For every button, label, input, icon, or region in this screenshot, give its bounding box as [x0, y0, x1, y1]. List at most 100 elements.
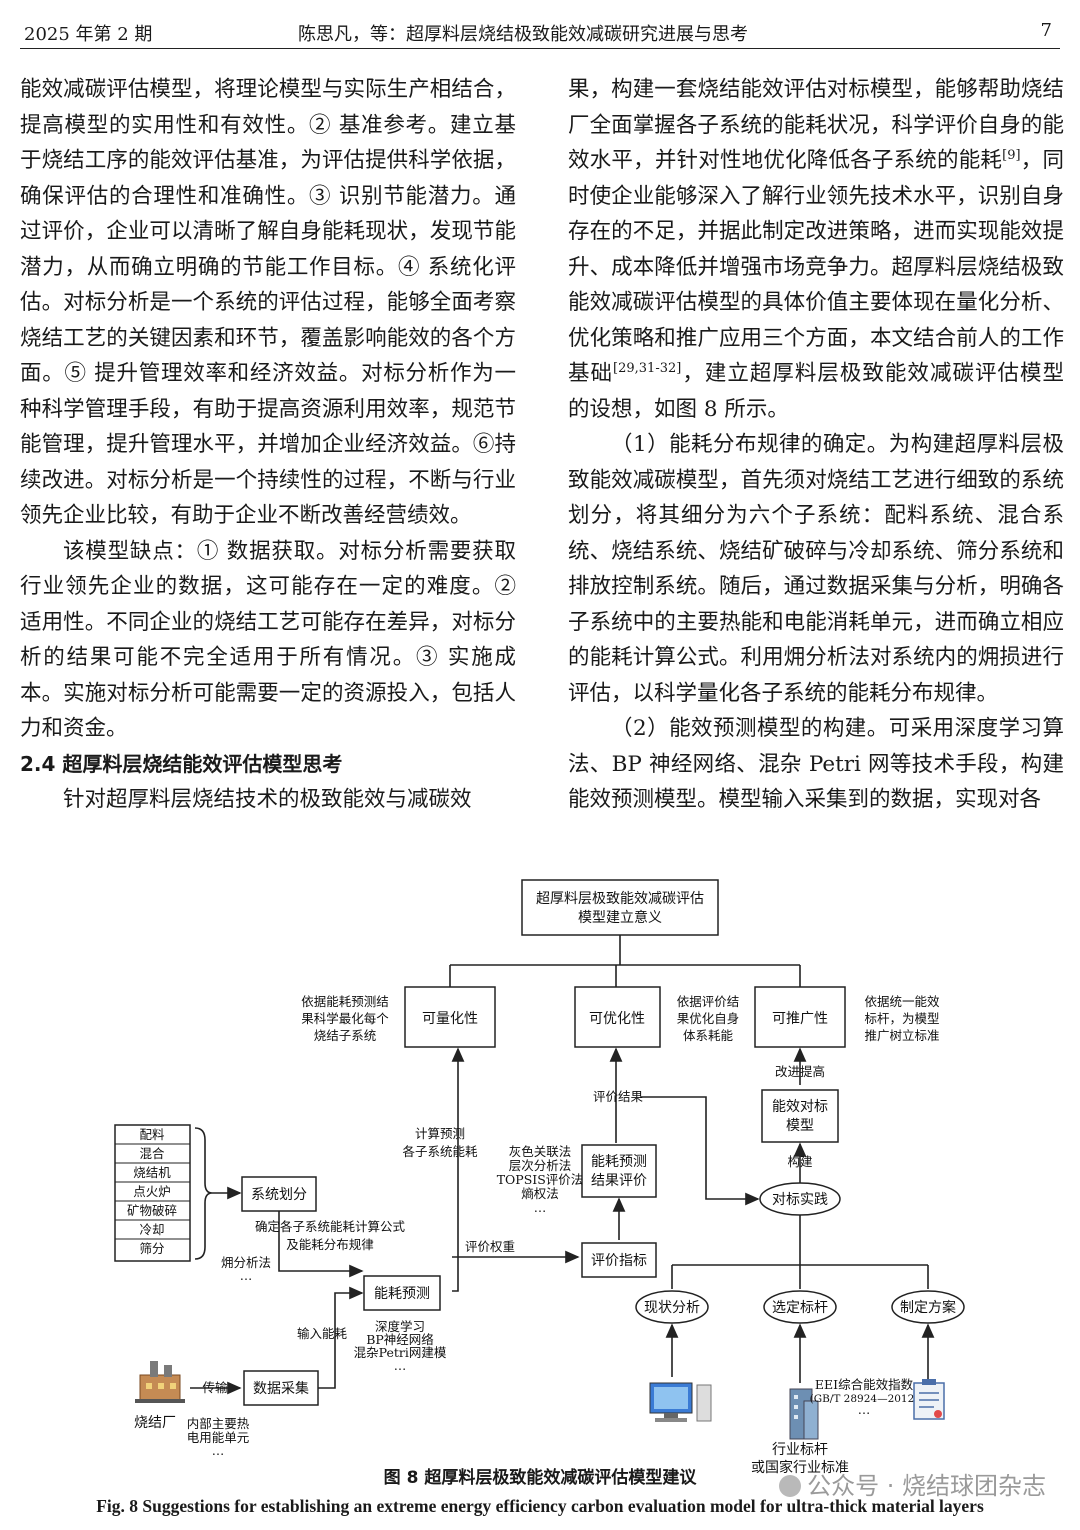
figure-diagram: 超厚料层极致能效减碳评估 模型建立意义 可量化性 可优化性 可推广性 依据能耗预… [114, 879, 965, 1475]
svg-text:…: … [858, 1402, 871, 1417]
svg-text:体系耗能: 体系耗能 [683, 1028, 734, 1043]
svg-text:依据统一能效: 依据统一能效 [864, 994, 940, 1009]
figure-caption-cn: 图 8 超厚料层极致能效减碳评估模型建议 [383, 1468, 697, 1488]
paragraph: 果，构建一套烧结能效评估对标模型，能够帮助烧结厂全面掌握各子系统的能耗状况，科学… [568, 77, 1064, 422]
svg-text:输入能耗: 输入能耗 [297, 1326, 348, 1341]
svg-text:矿物破碎: 矿物破碎 [127, 1203, 177, 1218]
svg-text:烧结子系统: 烧结子系统 [314, 1028, 377, 1043]
svg-text:推广树立标准: 推广树立标准 [864, 1028, 939, 1043]
extensible-box [754, 986, 846, 1048]
paragraph: 能效减碳评估模型，将理论模型与实际生产相结合，提高模型的实用性和有效性。② 基准… [20, 77, 516, 528]
svg-text:及能耗分布规律: 及能耗分布规律 [286, 1237, 374, 1252]
paragraph: （2）能效预测模型的构建。可采用深度学习算法、BP 神经网络、混杂 Petri … [568, 716, 1064, 812]
journal-issue: 2025 年第 2 期 [24, 24, 153, 45]
top-box-label: 模型建立意义 [578, 909, 662, 926]
svg-text:EEI综合能效指数: EEI综合能效指数 [815, 1377, 914, 1392]
citation[interactable]: [29,31-32] [613, 360, 682, 376]
svg-text:评价结果: 评价结果 [593, 1089, 644, 1104]
svg-text:内部主要热: 内部主要热 [187, 1416, 250, 1431]
svg-text:对标实践: 对标实践 [772, 1192, 828, 1208]
top-box [521, 879, 719, 936]
watermark: 公众号 · 烧结球团杂志 [779, 1466, 1046, 1501]
status-analysis-node [635, 1290, 709, 1324]
optimizable-box [574, 986, 661, 1048]
svg-text:烧结厂: 烧结厂 [134, 1415, 176, 1431]
svg-text:熵权法: 熵权法 [521, 1186, 559, 1201]
citation[interactable]: [9] [1002, 147, 1021, 163]
svg-text:能耗预测: 能耗预测 [374, 1286, 430, 1302]
svg-text:各子系统能耗: 各子系统能耗 [402, 1144, 478, 1159]
svg-text:…: … [534, 1200, 547, 1215]
svg-text:灰色关联法: 灰色关联法 [509, 1144, 572, 1159]
svg-text:配料: 配料 [139, 1127, 165, 1142]
svg-text:可推广性: 可推广性 [772, 1011, 828, 1027]
svg-text:可优化性: 可优化性 [589, 1011, 645, 1027]
svg-text:评价指标: 评价指标 [591, 1253, 647, 1269]
svg-text:…: … [212, 1443, 225, 1458]
svg-text:制定方案: 制定方案 [900, 1299, 956, 1316]
svg-text:系统划分: 系统划分 [251, 1187, 307, 1203]
svg-text:(GB/T 28924—2012): (GB/T 28924—2012) [810, 1393, 919, 1405]
svg-text:选定标杆: 选定标杆 [772, 1300, 828, 1316]
svg-text:冷却: 冷却 [139, 1222, 164, 1237]
svg-text:构建: 构建 [787, 1154, 813, 1169]
svg-text:数据采集: 数据采集 [253, 1380, 309, 1397]
svg-text:传输: 传输 [202, 1380, 228, 1395]
computer-icon [649, 1382, 712, 1422]
svg-text:评价权重: 评价权重 [465, 1239, 515, 1254]
left-column: 能效减碳评估模型，将理论模型与实际生产相结合，提高模型的实用性和有效性。② 基准… [20, 72, 516, 818]
svg-text:计算预测: 计算预测 [415, 1126, 465, 1141]
select-benchmark-node [763, 1290, 837, 1324]
svg-text:确定各子系统能耗计算公式: 确定各子系统能耗计算公式 [255, 1219, 406, 1234]
right-column: 果，构建一套烧结能效评估对标模型，能够帮助烧结厂全面掌握各子系统的能耗状况，科学… [568, 72, 1064, 818]
factory-icon [135, 1361, 185, 1403]
svg-text:结果评价: 结果评价 [591, 1173, 647, 1189]
system-division-box [241, 1176, 317, 1212]
svg-text:深度学习: 深度学习 [375, 1319, 425, 1334]
building-icon [789, 1388, 819, 1440]
svg-text:能耗预测: 能耗预测 [591, 1154, 647, 1170]
svg-text:模型: 模型 [786, 1118, 814, 1134]
subsystem-list [114, 1124, 191, 1262]
svg-text:依据能耗预测结: 依据能耗预测结 [301, 994, 389, 1009]
paragraph: 该模型缺点：① 数据获取。对标分析需要获取行业领先企业的数据，这可能存在一定的难… [20, 538, 516, 742]
running-title: 陈思凡，等：超厚料层烧结极致能效减碳研究进展与思考 [298, 24, 748, 45]
svg-text:烧结机: 烧结机 [133, 1165, 171, 1180]
svg-text:现状分析: 现状分析 [644, 1300, 700, 1316]
svg-text:筛分: 筛分 [139, 1241, 164, 1256]
svg-text:果优化自身: 果优化自身 [677, 1011, 740, 1026]
svg-text:混合: 混合 [139, 1146, 165, 1161]
energy-prediction-box [363, 1275, 441, 1311]
svg-text:层次分析法: 层次分析法 [509, 1158, 572, 1173]
page-header: 2025 年第 2 期 陈思凡，等：超厚料层烧结极致能效减碳研究进展与思考 7 [20, 14, 1060, 49]
svg-text:…: … [240, 1268, 253, 1283]
benchmark-model-box [761, 1089, 839, 1143]
svg-text:TOPSIS评价法: TOPSIS评价法 [497, 1172, 584, 1187]
svg-text:改进提高: 改进提高 [775, 1064, 825, 1079]
figure-caption-en: Fig. 8 Suggestions for establishing an e… [96, 1496, 984, 1516]
svg-text:BP神经网络: BP神经网络 [366, 1332, 434, 1347]
data-collection-box [243, 1370, 319, 1406]
svg-text:㶲分析法: 㶲分析法 [221, 1255, 271, 1270]
evaluation-index-box [581, 1242, 657, 1278]
svg-text:可量化性: 可量化性 [422, 1011, 478, 1027]
make-plan-node [891, 1290, 965, 1324]
svg-text:果科学最化每个: 果科学最化每个 [301, 1011, 389, 1026]
paragraph: （1）能耗分布规律的确定。为构建超厚料层极致能效减碳模型，首先须对烧结工艺进行细… [568, 432, 1064, 706]
subsystem-items: 配料 混合 烧结机 点火炉 矿物破碎 冷却 筛分 [115, 1127, 190, 1256]
svg-text:电用能单元: 电用能单元 [187, 1430, 250, 1445]
svg-text:能效对标: 能效对标 [772, 1099, 828, 1115]
prediction-eval-box [581, 1144, 657, 1198]
page-number: 7 [1040, 20, 1052, 41]
clipboard-icon [913, 1379, 945, 1420]
section-heading: 2.4 超厚料层烧结能效评估模型思考 [20, 751, 343, 776]
svg-text:标杆，为模型: 标杆，为模型 [864, 1011, 939, 1026]
svg-text:或国家行业标准: 或国家行业标准 [751, 1459, 849, 1475]
svg-text:依据评价结: 依据评价结 [677, 994, 740, 1009]
paragraph: 针对超厚料层烧结技术的极致能效与减碳效 [63, 787, 472, 812]
wechat-icon [779, 1475, 802, 1497]
svg-text:行业标杆: 行业标杆 [772, 1442, 828, 1458]
top-box-label: 超厚料层极致能效减碳评估 [536, 891, 704, 907]
quantifiable-box [404, 986, 496, 1048]
svg-text:…: … [394, 1358, 407, 1373]
